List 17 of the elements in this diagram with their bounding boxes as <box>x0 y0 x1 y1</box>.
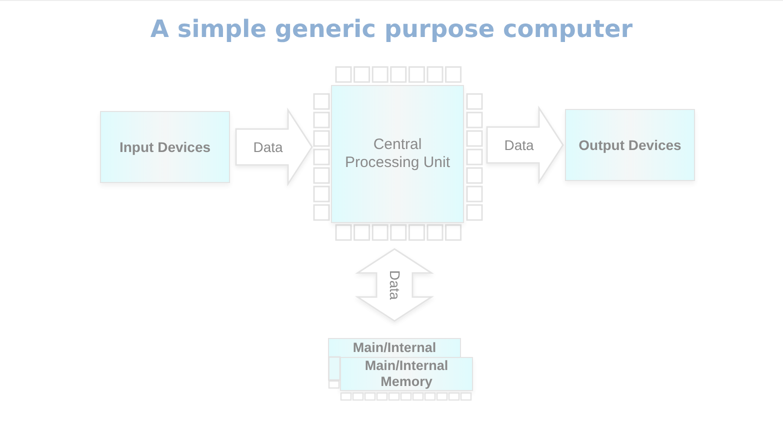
component-label: Input Devices <box>119 138 211 156</box>
edge-label: Data <box>253 139 283 155</box>
component-label: Output Devices <box>578 136 682 154</box>
component-box <box>100 111 230 183</box>
component-label: Central Processing Unit <box>344 136 452 172</box>
component-label: Main/Internal <box>352 340 436 356</box>
block-arrow <box>486 105 564 185</box>
block-arrow <box>235 107 313 187</box>
block-arrow <box>354 248 434 322</box>
component-label: Main/Internal Memory <box>364 358 450 390</box>
component-box <box>328 338 461 357</box>
component-box <box>340 357 473 391</box>
component-box <box>565 109 695 181</box>
edge-label: Data <box>504 137 534 153</box>
component-box <box>331 85 464 223</box>
edge-label: Data <box>386 270 402 300</box>
title: A simple generic purpose computer <box>149 15 634 43</box>
